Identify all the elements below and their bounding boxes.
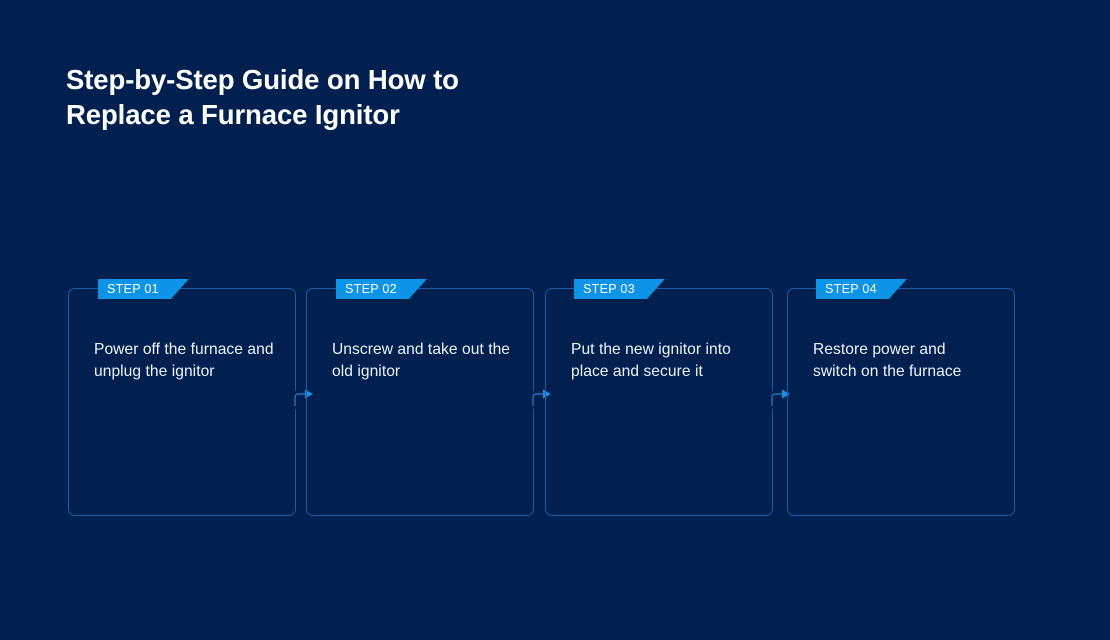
step-text-2: Unscrew and take out the old ignitor [332, 341, 511, 380]
step-card-3[interactable]: STEP 03 Put the new ignitor into place a… [545, 288, 790, 516]
step-badge-2: STEP 02 [336, 279, 427, 299]
step-card-1[interactable]: STEP 01 Power off the furnace and unplug… [68, 288, 313, 516]
step-text-3: Put the new ignitor into place and secur… [571, 341, 731, 380]
step-card-2[interactable]: STEP 02 Unscrew and take out the old ign… [306, 288, 551, 516]
connector-gap-1 [293, 391, 297, 409]
step-card-4[interactable]: STEP 04 Restore power and switch on the … [787, 288, 1015, 516]
connector-gap-2 [531, 391, 535, 409]
step-badge-4: STEP 04 [816, 279, 907, 299]
connector-gap-3 [770, 391, 774, 409]
step-badge-1: STEP 01 [98, 279, 189, 299]
step-text-4: Restore power and switch on the furnace [813, 341, 962, 380]
page-title: Step-by-Step Guide on How to Replace a F… [66, 64, 459, 130]
step-text-1: Power off the furnace and unplug the ign… [94, 341, 274, 380]
step-badge-3: STEP 03 [574, 279, 665, 299]
